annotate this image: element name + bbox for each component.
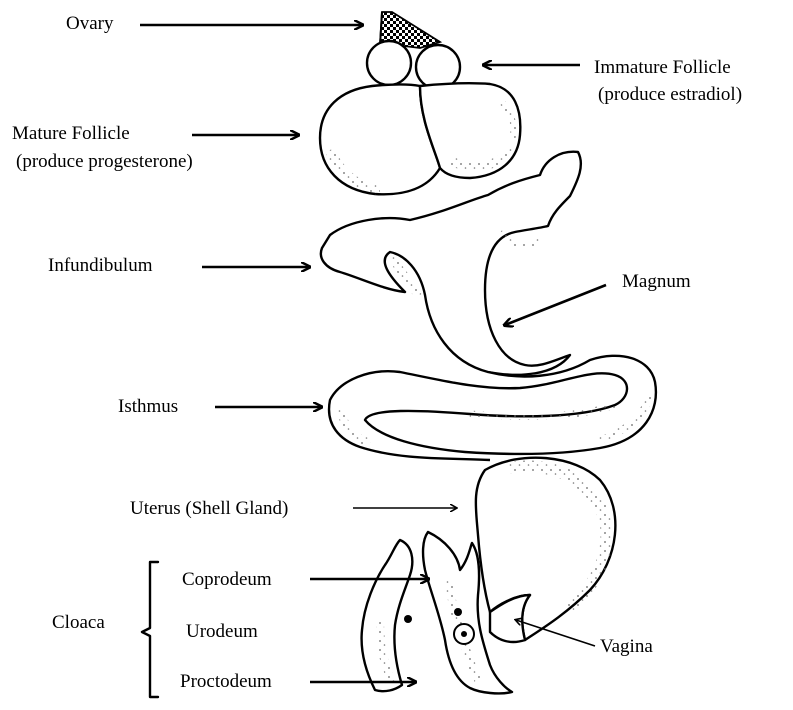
label-magnum: Magnum: [622, 271, 691, 293]
label-immature-follicle: Immature Follicle: [594, 57, 731, 79]
label-proctodeum: Proctodeum: [180, 671, 272, 693]
mature-follicles-shape: [320, 83, 520, 194]
cloaca-bracket: [142, 562, 158, 697]
label-uterus: Uterus (Shell Gland): [130, 498, 288, 520]
label-vagina: Vagina: [600, 636, 653, 658]
label-mature-follicle-note: (produce progesterone): [16, 151, 193, 173]
label-ovary: Ovary: [66, 13, 113, 35]
magnum-arrow: [505, 285, 606, 325]
label-cloaca: Cloaca: [52, 612, 105, 634]
label-urodeum: Urodeum: [186, 621, 258, 643]
label-mature-follicle: Mature Follicle: [12, 123, 130, 145]
label-immature-follicle-note: (produce estradiol): [598, 84, 742, 106]
label-isthmus: Isthmus: [118, 396, 178, 418]
label-infundibulum: Infundibulum: [48, 255, 153, 277]
label-coprodeum: Coprodeum: [182, 569, 272, 591]
immature-follicles-shape: [367, 41, 460, 89]
